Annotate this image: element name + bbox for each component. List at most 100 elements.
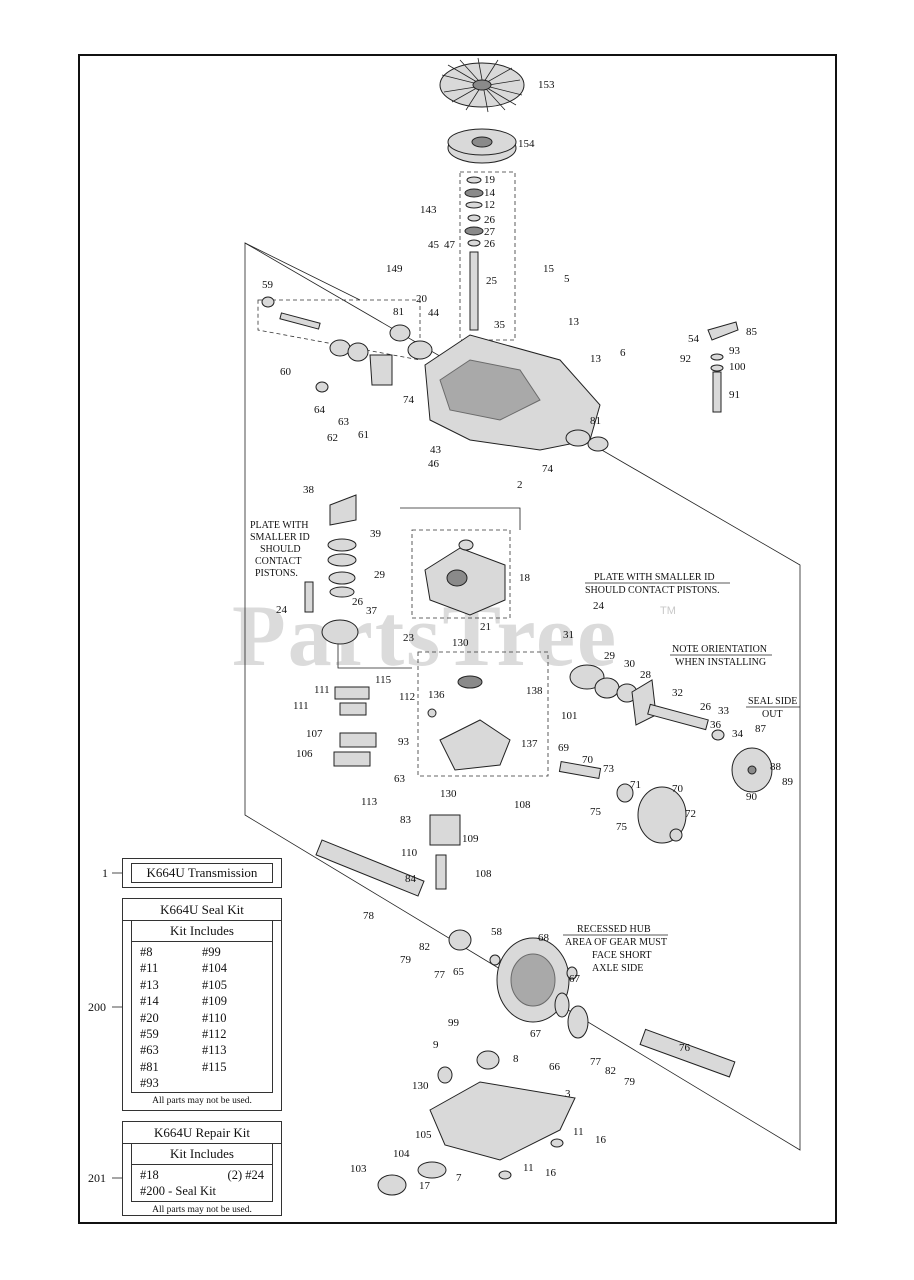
part-label: 154 — [518, 138, 535, 150]
part-label: 108 — [475, 868, 492, 880]
part-label: 90 — [746, 791, 758, 803]
part-label: 89 — [782, 776, 794, 788]
part-label: 58 — [491, 926, 503, 938]
note-recessed-3: FACE SHORT — [592, 950, 652, 961]
note-recessed-4: AXLE SIDE — [592, 963, 643, 974]
note-plate-left-3: SHOULD — [260, 544, 301, 555]
seal-kit-item: #109 — [202, 994, 227, 1009]
part-label: 77 — [434, 969, 446, 981]
part-label: 44 — [428, 307, 440, 319]
part-label: 15 — [543, 263, 555, 275]
part-label: 11 — [573, 1126, 584, 1138]
part-label: 138 — [526, 685, 543, 697]
note-plate-right-1: PLATE WITH SMALLER ID — [594, 572, 715, 583]
part-label: 106 — [296, 748, 313, 760]
seal-kit-item: #112 — [202, 1027, 227, 1042]
part-label: 2 — [517, 479, 523, 491]
pulley — [447, 128, 517, 164]
note-recessed-1: RECESSED HUB — [577, 924, 651, 935]
seal-kit-footer: All parts may not be used. — [152, 1095, 252, 1106]
housing-outline — [244, 171, 801, 1151]
part-label: 63 — [338, 416, 350, 428]
seal-kit-item: #99 — [202, 945, 221, 959]
part-label: 85 — [746, 326, 758, 338]
part-label: 81 — [590, 415, 601, 427]
part-label: 33 — [718, 705, 730, 717]
part-label: 67 — [569, 973, 581, 985]
repair-kit-box: K664U Repair Kit Kit Includes #18 (2) #2… — [122, 1121, 282, 1216]
part-label: 70 — [582, 754, 594, 766]
note-seal-side-2: OUT — [762, 709, 783, 720]
part-label: 24 — [276, 604, 288, 616]
part-label: 67 — [530, 1028, 542, 1040]
part-label: 78 — [363, 910, 375, 922]
part-label: 71 — [630, 779, 641, 791]
part-label: 66 — [549, 1061, 561, 1073]
part-label: 68 — [538, 932, 550, 944]
part-label: 38 — [303, 484, 315, 496]
repair-kit-item: #18 — [140, 1168, 159, 1182]
part-label: 19 — [484, 174, 496, 186]
part-label: 75 — [590, 806, 602, 818]
note-plate-left-5: PISTONS. — [255, 568, 298, 579]
part-label: 18 — [519, 572, 531, 584]
pump-cylinder-left — [304, 494, 359, 645]
part-label: 14 — [484, 187, 496, 199]
part-label: 61 — [358, 429, 369, 441]
part-label: 88 — [770, 761, 782, 773]
part-label: 13 — [590, 353, 602, 365]
part-label: 7 — [456, 1172, 462, 1184]
seal-kit-item: #8 — [140, 945, 153, 959]
part-label: 30 — [624, 658, 636, 670]
repair-kit-item: #200 - Seal Kit — [140, 1184, 217, 1198]
seal-kit-item: #20 — [140, 1010, 159, 1025]
part-label: 69 — [558, 742, 570, 754]
part-label: 105 — [415, 1129, 432, 1141]
part-label: 99 — [448, 1017, 460, 1029]
part-label: 6 — [620, 347, 626, 359]
control-linkage — [707, 321, 739, 413]
center-section — [424, 539, 506, 616]
part-label: 3 — [565, 1088, 571, 1100]
part-label: 12 — [484, 199, 495, 211]
part-label: 115 — [375, 674, 392, 686]
part-label: 76 — [679, 1042, 691, 1054]
part-label: 65 — [453, 966, 465, 978]
part-label: 73 — [603, 763, 615, 775]
watermark: PartsTree — [232, 588, 618, 685]
seal-kit-item: #93 — [140, 1076, 159, 1091]
note-plate-left-4: CONTACT — [255, 556, 301, 567]
seal-kit-title: K664U Seal Kit — [123, 899, 281, 921]
part-label: 103 — [350, 1163, 367, 1175]
part-label: 149 — [386, 263, 403, 275]
part-label: 28 — [640, 669, 652, 681]
part-label: 9 — [433, 1039, 439, 1051]
part-label: 87 — [755, 723, 767, 735]
part-label: 92 — [680, 353, 691, 365]
seal-kit-subtitle: Kit Includes — [131, 921, 273, 942]
note-plate-right-2: SHOULD CONTACT PISTONS. — [585, 585, 720, 596]
part-label: 24 — [593, 600, 605, 612]
part-label: 79 — [624, 1076, 636, 1088]
part-label: 16 — [545, 1167, 557, 1179]
note-seal-side-1: SEAL SIDE — [748, 696, 797, 707]
part-label: 25 — [486, 275, 498, 287]
part-label: 84 — [405, 873, 417, 885]
part-label: 82 — [605, 1065, 616, 1077]
axles — [315, 839, 736, 1078]
part-label: 26 — [484, 214, 496, 226]
cooling-fan — [439, 57, 525, 113]
part-label: 43 — [430, 444, 442, 456]
charge-pump — [427, 675, 511, 771]
part-label: 136 — [428, 689, 445, 701]
part-label: 45 — [428, 239, 440, 251]
part-label: 74 — [403, 394, 415, 406]
part-label: 17 — [419, 1180, 431, 1192]
note-plate-left-2: SMALLER ID — [250, 532, 310, 543]
seal-kit-item: #11 — [140, 961, 159, 976]
note-plate-left-1: PLATE WITH — [250, 520, 308, 531]
part-label: 143 — [420, 204, 437, 216]
part-label: 32 — [672, 687, 683, 699]
repair-kit-title: K664U Repair Kit — [123, 1122, 281, 1144]
